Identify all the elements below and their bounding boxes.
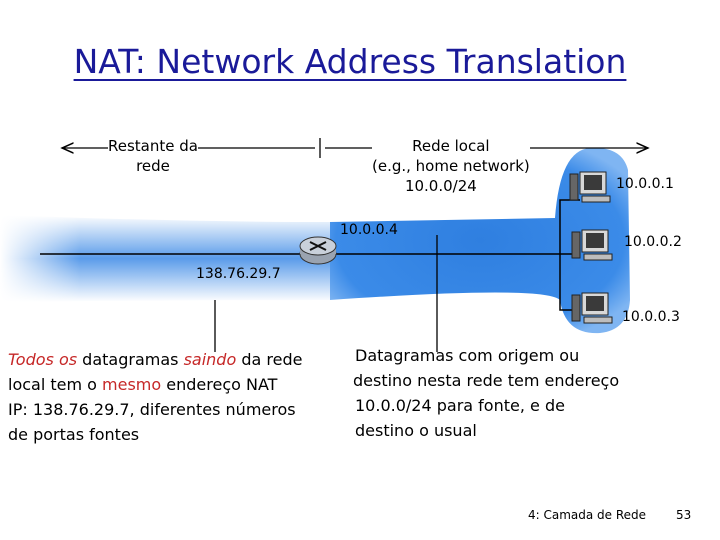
left-line-3: IP: 138.76.29.7, diferentes números: [8, 400, 296, 419]
host-computer-icon-3: [571, 292, 613, 324]
host3-ip: 10.0.0.3: [622, 309, 680, 325]
left-l1-c: saindo: [183, 350, 237, 369]
host1-ip: 10.0.0.1: [616, 176, 674, 192]
host-computer-icon-2: [571, 229, 613, 261]
callout-lines: [214, 235, 438, 352]
public-network-cloud: [0, 210, 330, 310]
left-l1-b: datagramas: [77, 350, 184, 369]
nat-router-icon: [299, 236, 337, 265]
slide-title: NAT: Network Address Translation: [73, 42, 627, 81]
left-line-1: Todos os datagramas saindo da rede: [8, 347, 302, 372]
local-label-line2: (e.g., home network): [372, 157, 530, 175]
page-number: 53: [676, 508, 692, 522]
local-network-label: Rede local (e.g., home network) 10.0.0/2…: [372, 136, 530, 196]
left-l2-b: mesmo: [102, 375, 162, 394]
local-explanation: Datagramas com origem ou destino nesta r…: [353, 343, 620, 443]
left-line-4: de portas fontes: [8, 425, 140, 444]
router-inside-ip: 10.0.0.4: [340, 222, 398, 238]
rest-of-network-label: Restante da rede: [108, 136, 198, 176]
right-line-3: 10.0.0/24 para fonte, e de: [355, 396, 565, 415]
right-line-4: destino o usual: [355, 421, 477, 440]
footer-chapter: 4: Camada de Rede: [528, 508, 647, 522]
outgoing-explanation: Todos os datagramas saindo da rede local…: [8, 347, 302, 447]
rest-label-line2: rede: [136, 157, 170, 175]
left-l2-c: endereço NAT: [161, 375, 278, 394]
left-l1-a: Todos os: [8, 350, 78, 369]
host-computer-icon-1: [569, 171, 611, 203]
right-line-1: Datagramas com origem ou: [355, 346, 580, 365]
left-line-2: local tem o mesmo endereço NAT: [8, 372, 302, 397]
right-line-2: destino nesta rede tem endereço: [353, 371, 620, 390]
router-outside-ip: 138.76.29.7: [196, 266, 281, 282]
left-l1-d: da rede: [236, 350, 303, 369]
local-network-cloud: [330, 147, 630, 334]
local-label-line3: 10.0.0/24: [404, 177, 477, 195]
rest-label-line1: Restante da: [108, 137, 198, 155]
local-label-line1: Rede local: [412, 137, 490, 155]
left-l2-a: local tem o: [8, 375, 103, 394]
host2-ip: 10.0.0.2: [624, 234, 682, 250]
